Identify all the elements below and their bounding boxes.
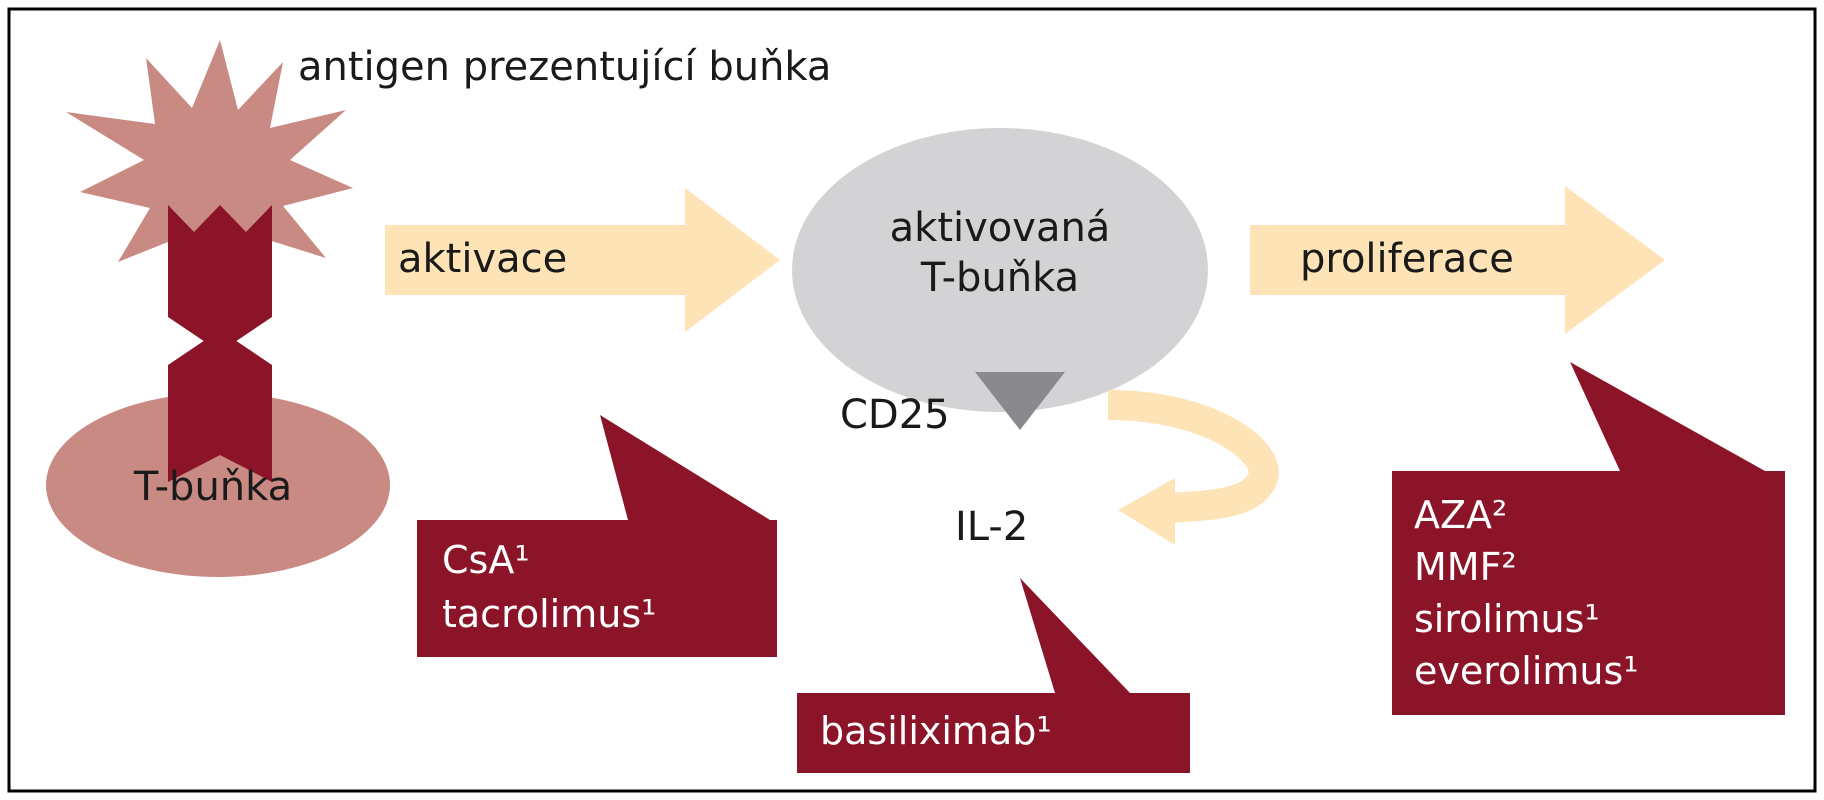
activation-arrow <box>385 188 780 332</box>
il2-feedback-arrow <box>1107 390 1279 523</box>
mhc-receptor-shape <box>168 205 272 352</box>
drug-proliferation-line3: sirolimus¹ <box>1414 597 1600 641</box>
il2-feedback-arrowhead <box>1118 478 1175 545</box>
proliferation-label: proliferace <box>1300 236 1514 282</box>
drug-box-proliferation <box>1392 471 1785 715</box>
activation-label: aktivace <box>398 236 567 282</box>
cd25-triangle <box>975 372 1065 430</box>
t-cell-shape <box>46 393 390 577</box>
t-cell-label: T-buňka <box>133 464 292 510</box>
drug-box-il2r <box>797 693 1190 773</box>
il2-label: IL-2 <box>955 504 1028 550</box>
cd25-label: CD25 <box>840 392 950 438</box>
activated-t-cell-label-line2: T-buňka <box>920 255 1079 301</box>
drug-box-calcineurin <box>417 520 777 657</box>
antigen-presenting-cell-shape <box>66 40 353 300</box>
drug-calcineurin-line2: tacrolimus¹ <box>442 592 656 636</box>
proliferation-arrow <box>1250 186 1665 334</box>
activated-t-cell-shape <box>792 128 1208 412</box>
drug-box-il2r-pointer <box>1020 578 1130 693</box>
drug-calcineurin-line1: CsA¹ <box>442 538 530 582</box>
drug-proliferation-line4: everolimus¹ <box>1414 649 1639 693</box>
tcr-receptor-shape <box>168 330 272 482</box>
drug-il2r-line1: basiliximab¹ <box>820 709 1052 753</box>
drug-proliferation-line1: AZA² <box>1414 493 1507 537</box>
drug-proliferation-line2: MMF² <box>1414 545 1517 589</box>
activated-t-cell-label-line1: aktivovaná <box>890 205 1111 251</box>
drug-box-proliferation-pointer <box>1570 362 1765 471</box>
apc-label: antigen prezentující buňka <box>298 44 831 90</box>
drug-box-calcineurin-pointer <box>600 415 770 520</box>
